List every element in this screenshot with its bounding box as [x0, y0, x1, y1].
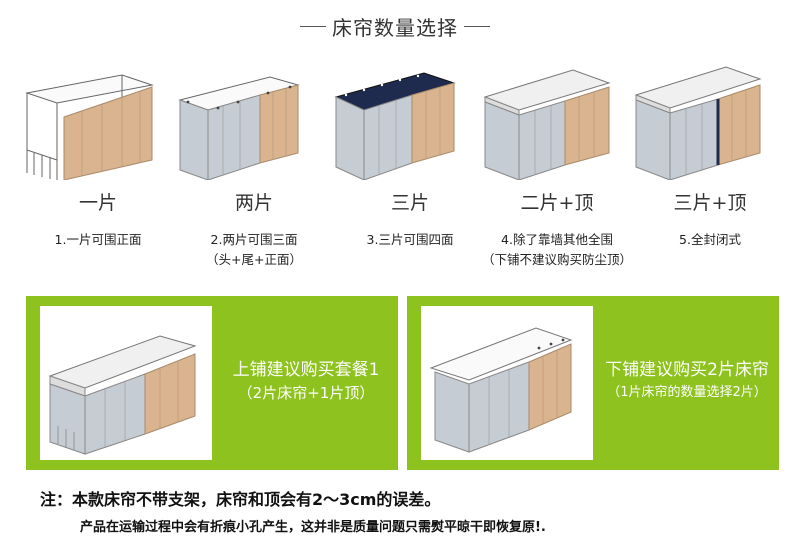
title-left-dash [300, 25, 326, 27]
upper-bunk-line1: 上铺建议购买套餐1 [232, 360, 380, 380]
upper-bunk-line2: （2片床帘+1片顶） [237, 384, 375, 402]
option-desc: 5.全封闭式 [634, 230, 786, 250]
lower-bunk-text: 下铺建议购买2片床帘 （1片床帘的数量选择2片） [599, 358, 775, 404]
option-desc: 4.除了靠墙其他全围 （下铺不建议购买防尘顶） [471, 230, 643, 270]
lower-bunk-recommendation: 下铺建议购买2片床帘 （1片床帘的数量选择2片） [407, 296, 779, 470]
option-desc-line2: （下铺不建议购买防尘顶） [481, 252, 632, 267]
bed-three-panels-illustration [334, 72, 456, 180]
bed-three-panels-top-illustration [634, 66, 762, 180]
option-name: 三片 [390, 192, 429, 214]
bed-upper-bunk-illustration [48, 335, 197, 455]
upper-bunk-recommendation: 上铺建议购买套餐1 （2片床帘+1片顶） [26, 296, 398, 470]
option-desc-line1: 1.一片可围正面 [54, 232, 142, 247]
bed-one-panel-illustration [25, 74, 154, 180]
option-desc-line1: 2.两片可围三面 [210, 232, 298, 247]
title-right-dash [464, 25, 490, 27]
bed-two-panels-illustration [178, 76, 300, 180]
note-creases: 产品在运输过程中会有折痕小孔产生，这并非是质量问题只需熨平晾干即恢复原!. [80, 520, 546, 535]
option-desc-line1: 4.除了靠墙其他全围 [501, 232, 613, 247]
lower-bunk-line2: （1片床帘的数量选择2片） [607, 385, 767, 400]
option-two-panels-top[interactable]: 二片+顶 4.除了靠墙其他全围 （下铺不建议购买防尘顶） [481, 55, 633, 285]
option-three-panels-top[interactable]: 三片+顶 5.全封闭式 [634, 55, 786, 285]
page-title: 床帘数量选择 [332, 15, 458, 40]
lower-bunk-line1: 下铺建议购买2片床帘 [605, 360, 769, 380]
option-desc: 1.一片可围正面 [22, 230, 174, 250]
option-desc: 3.三片可围四面 [334, 230, 486, 250]
option-name: 一片 [78, 192, 117, 214]
bed-two-panels-top-illustration [483, 69, 611, 180]
upper-bunk-text: 上铺建议购买套餐1 （2片床帘+1片顶） [218, 358, 394, 404]
option-desc-line1: 3.三片可围四面 [366, 232, 454, 247]
option-one-panel[interactable]: 一片 1.一片可围正面 [22, 55, 174, 285]
option-name: 二片+顶 [520, 192, 594, 214]
option-desc-line2: （头+尾+正面） [206, 252, 302, 267]
option-name: 三片+顶 [673, 192, 747, 214]
option-desc: 2.两片可围三面 （头+尾+正面） [178, 230, 330, 270]
option-desc-line1: 5.全封闭式 [679, 232, 741, 247]
option-three-panels[interactable]: 三片 3.三片可围四面 [334, 55, 486, 285]
note-frame-not-included: 注：本款床帘不带支架，床帘和顶会有2～3cm的误差。 [40, 490, 441, 509]
option-two-panels[interactable]: 两片 2.两片可围三面 （头+尾+正面） [178, 55, 330, 285]
option-name: 两片 [234, 192, 273, 214]
section-title-row: 床帘数量选择 [0, 10, 790, 42]
lower-bunk-image-frame [421, 306, 593, 460]
bed-lower-bunk-illustration [429, 327, 573, 453]
upper-bunk-image-frame [40, 306, 212, 460]
